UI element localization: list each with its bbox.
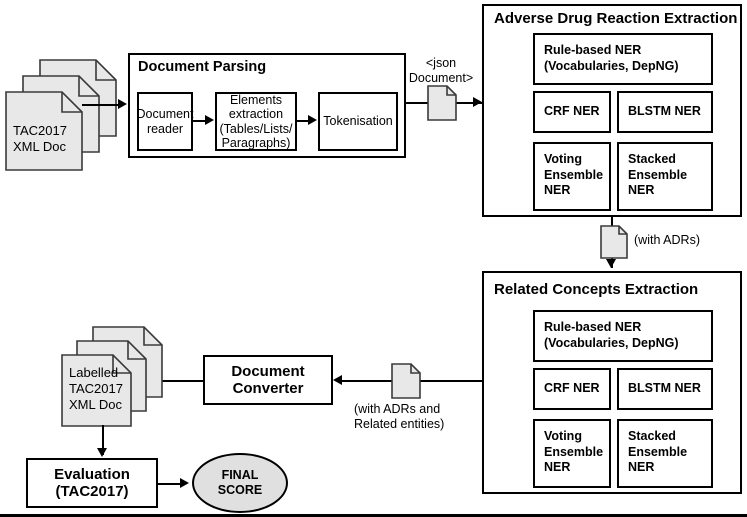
arrow-parsing-to-adr bbox=[473, 97, 482, 107]
labelled-document-stack-label: Labelled TAC2017 XML Doc bbox=[69, 365, 123, 412]
input-document-stack-icon bbox=[5, 59, 117, 171]
adr-rule-based-ner[interactable]: Rule-based NER (Vocabularies, DepNG) bbox=[533, 33, 713, 85]
elements-extraction-step[interactable]: Elements extraction (Tables/Lists/ Parag… bbox=[215, 92, 297, 151]
adr-blstm-ner[interactable]: BLSTM NER bbox=[617, 91, 713, 133]
with-adrs-label: (with ADRs) bbox=[634, 233, 700, 247]
tokenisation-step[interactable]: Tokenisation bbox=[318, 92, 398, 151]
arrow-labelled-docs-to-evaluation bbox=[97, 448, 107, 457]
related-concepts-title: Related Concepts Extraction bbox=[494, 281, 699, 298]
document-icon bbox=[391, 363, 421, 399]
adr-stacked-ensemble-ner[interactable]: Stacked Ensemble NER bbox=[617, 142, 713, 211]
final-score-node[interactable]: FINAL SCORE bbox=[192, 453, 288, 513]
arrow-related-to-converter bbox=[333, 375, 342, 385]
arrow-extraction-to-tokenisation bbox=[308, 115, 317, 125]
connector-converter-to-labelled-docs bbox=[148, 380, 204, 382]
input-document-stack-label: TAC2017 XML Doc bbox=[13, 123, 67, 154]
document-converter-box[interactable]: Document Converter bbox=[203, 355, 333, 405]
connector-reader-to-extraction bbox=[193, 120, 207, 122]
document-icon bbox=[427, 85, 457, 121]
adr-voting-ensemble-ner[interactable]: Voting Ensemble NER bbox=[533, 142, 611, 211]
labelled-document-stack: Labelled TAC2017 XML Doc bbox=[60, 325, 170, 435]
labelled-document-stack-icon bbox=[61, 326, 163, 427]
input-document-stack: TAC2017 XML Doc bbox=[4, 58, 124, 176]
evaluation-box[interactable]: Evaluation (TAC2017) bbox=[26, 458, 158, 508]
arrow-adr-to-related bbox=[606, 259, 616, 268]
document-reader-step[interactable]: Document reader bbox=[137, 92, 194, 151]
arrow-input-to-parsing bbox=[118, 99, 127, 109]
arrow-evaluation-to-final-score bbox=[180, 478, 189, 488]
adr-crf-ner[interactable]: CRF NER bbox=[533, 91, 611, 133]
connector-labelled-docs-to-evaluation bbox=[102, 425, 104, 455]
related-stacked-ensemble-ner[interactable]: Stacked Ensemble NER bbox=[617, 419, 713, 488]
adr-extraction-title: Adverse Drug Reaction Extraction bbox=[494, 10, 738, 27]
with-adrs-and-related-entities-label: (with ADRs and Related entities) bbox=[354, 402, 445, 432]
connector-input-to-parsing bbox=[82, 104, 119, 106]
related-blstm-ner[interactable]: BLSTM NER bbox=[617, 368, 713, 410]
document-parsing-title: Document Parsing bbox=[138, 59, 267, 75]
connector-extraction-to-tokenisation bbox=[297, 120, 310, 122]
related-crf-ner[interactable]: CRF NER bbox=[533, 368, 611, 410]
json-document-label: <json Document> bbox=[408, 56, 474, 85]
document-icon bbox=[600, 225, 628, 259]
connector-evaluation-to-final-score bbox=[158, 483, 182, 485]
arrow-reader-to-extraction bbox=[205, 115, 214, 125]
related-voting-ensemble-ner[interactable]: Voting Ensemble NER bbox=[533, 419, 611, 488]
related-rule-based-ner[interactable]: Rule-based NER (Vocabularies, DepNG) bbox=[533, 310, 713, 362]
